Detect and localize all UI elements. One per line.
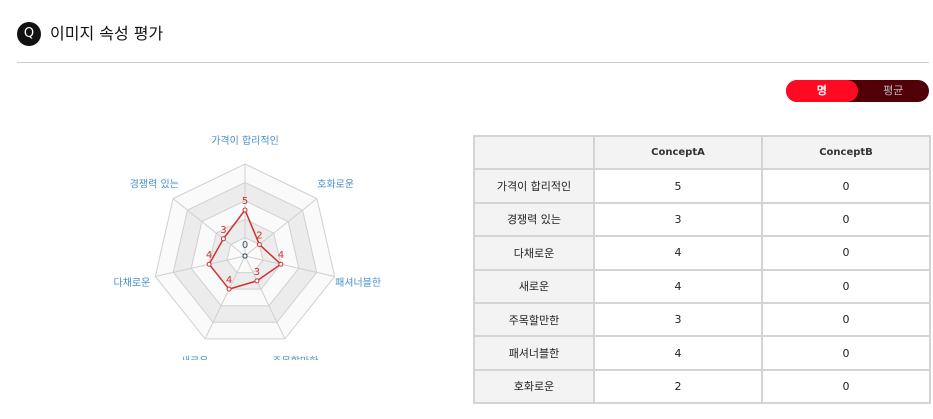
data-point	[220, 236, 226, 242]
cell-value: 3	[593, 301, 763, 338]
row-label: 다채로운	[473, 235, 595, 271]
data-label: 4	[226, 275, 232, 286]
cell-value: 5	[593, 168, 763, 204]
row-label: 주목할만한	[473, 301, 595, 338]
data-point	[206, 261, 212, 267]
question-badge: Q	[17, 22, 41, 46]
data-point	[242, 207, 248, 213]
axis-label: 주목할만한	[272, 356, 318, 360]
toggle-average[interactable]: 평균	[883, 84, 904, 97]
radar-chart: 가격이 합리적인호화로운패셔너블한주목할만한 새로운 다채로운 경쟁력 있는 0 5 2 4 3…	[114, 134, 382, 360]
data-label: 4	[206, 250, 212, 261]
radar-axis	[244, 255, 286, 340]
data-label: 2	[256, 231, 262, 242]
data-point	[242, 253, 248, 259]
data-label: 3	[220, 225, 226, 236]
data-point	[226, 286, 232, 292]
cell-value: 0	[761, 301, 931, 338]
cell-value: 4	[593, 268, 763, 304]
row-label: 새로운	[473, 268, 595, 304]
radar-axis	[155, 255, 246, 277]
axis-label: 다채로운	[114, 277, 151, 289]
toggle-count[interactable]: 명	[786, 80, 858, 102]
column-header: ConceptB	[761, 134, 931, 171]
data-label: 3	[254, 267, 260, 278]
page-title: 이미지 속성 평가	[50, 24, 164, 43]
radar-axis	[204, 255, 246, 340]
unit-toggle[interactable]: 명 평균	[786, 80, 929, 102]
axis-label: 패셔너블한	[335, 277, 381, 289]
cell-value: 3	[593, 201, 763, 238]
data-label: 0	[242, 240, 248, 251]
cell-value: 4	[593, 335, 763, 371]
axis-label: 가격이 합리적인	[211, 134, 279, 147]
cell-value: 0	[761, 368, 931, 405]
row-label: 경쟁력 있는	[473, 201, 595, 238]
row-label: 패셔너블한	[473, 335, 595, 371]
data-point	[278, 261, 284, 267]
data-label: 5	[242, 196, 248, 207]
axis-label: 새로운	[181, 356, 209, 360]
cell-value: 0	[761, 201, 931, 238]
row-label: 호화로운	[473, 368, 595, 405]
column-header: ConceptA	[593, 134, 763, 171]
radar-axis	[244, 198, 318, 257]
cell-value: 0	[761, 268, 931, 304]
column-header	[473, 134, 595, 171]
divider	[17, 62, 929, 63]
data-point	[256, 242, 262, 248]
cell-value: 4	[593, 235, 763, 271]
series-line-ConceptA	[208, 208, 283, 291]
data-label: 4	[278, 250, 284, 261]
cell-value: 2	[593, 368, 763, 405]
axis-label: 경쟁력 있는	[130, 178, 179, 191]
cell-value: 0	[761, 168, 931, 204]
cell-value: 0	[761, 235, 931, 271]
data-point	[254, 278, 260, 284]
radar-axis	[172, 198, 246, 257]
radar-axis	[244, 255, 335, 277]
cell-value: 0	[761, 335, 931, 371]
axis-label: 호화로운	[317, 179, 354, 191]
row-label: 가격이 합리적인	[473, 168, 595, 204]
